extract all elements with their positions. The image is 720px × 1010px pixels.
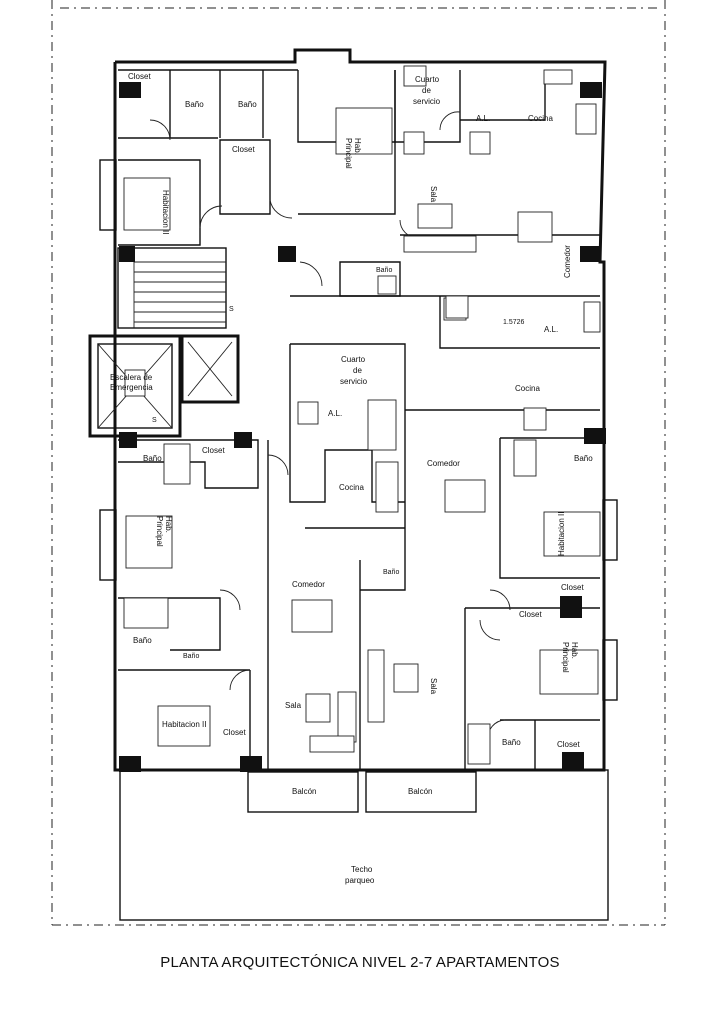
label-al-1: A.L. — [476, 114, 490, 123]
label-dimension: 1.5726 — [503, 319, 525, 326]
label-stair-s2: S — [152, 417, 157, 424]
label-escalera-b: Emergencia — [110, 383, 153, 392]
label-hab-principal-3a: Hab. — [570, 642, 579, 659]
label-bano-3: Baño — [376, 267, 392, 274]
furniture — [123, 65, 601, 765]
label-comedor-3: Comedor — [292, 580, 325, 589]
label-bano-1: Baño — [185, 100, 204, 109]
label-cuarto-servicio-2a: Cuarto — [341, 355, 366, 364]
label-hab-principal-1b: Principal — [344, 138, 353, 169]
label-comedor-1: Comedor — [563, 245, 572, 278]
label-balcon-2: Balcón — [408, 787, 432, 796]
label-sala-3: Sala — [285, 701, 302, 710]
label-stair-s1: S — [229, 306, 234, 313]
label-al-3: A.L. — [328, 409, 342, 418]
label-closet-3: Closet — [202, 446, 225, 455]
label-bano-8: Baño — [183, 653, 199, 660]
label-bano-6: Baño — [383, 569, 399, 576]
property-boundary — [51, 0, 666, 926]
door-swings — [149, 111, 511, 741]
label-sala-1: Sala — [429, 186, 438, 203]
label-habitacion-ii-2: Habitacion II — [557, 512, 566, 556]
label-bano-2: Baño — [238, 100, 257, 109]
label-cocina-1: Cocina — [528, 114, 553, 123]
label-bano-7: Baño — [133, 636, 152, 645]
plan-title: PLANTA ARQUITECTÓNICA NIVEL 2-7 APARTAME… — [160, 954, 560, 971]
label-balcon-1: Balcón — [292, 787, 316, 796]
label-closet-6: Closet — [223, 728, 246, 737]
label-comedor-2: Comedor — [427, 459, 460, 468]
label-cuarto-servicio-2b: de — [353, 366, 362, 375]
label-closet-2: Closet — [232, 145, 255, 154]
label-cocina-2: Cocina — [515, 384, 540, 393]
label-habitacion-ii-3: Habitacion II — [162, 720, 206, 729]
label-habitacion-ii-1: Habitacion II — [161, 190, 170, 234]
exterior-walls — [99, 48, 618, 772]
label-closet-1: Closet — [128, 72, 151, 81]
room-labels: Closet Baño Baño Closet Hab. Principal H… — [110, 72, 593, 885]
label-cuarto-servicio-2c: servicio — [340, 377, 368, 386]
columns — [119, 82, 606, 772]
main-stair — [117, 247, 227, 329]
label-techo-a: Techo — [351, 865, 373, 874]
label-bano-4: Baño — [143, 454, 162, 463]
label-hab-principal-1a: Hab. — [353, 138, 362, 155]
label-hab-principal-2b: Principal — [155, 516, 164, 547]
balconies — [247, 771, 477, 813]
elevator — [180, 334, 240, 404]
label-al-2: A.L. — [544, 325, 558, 334]
label-cuarto-servicio-1a: Cuarto — [415, 75, 440, 84]
label-bano-5: Baño — [574, 454, 593, 463]
label-closet-5: Closet — [519, 610, 542, 619]
label-cocina-3: Cocina — [339, 483, 364, 492]
label-escalera-a: Escalera de — [110, 373, 153, 382]
label-techo-b: parqueo — [345, 876, 375, 885]
parking-roof — [119, 769, 609, 921]
label-cuarto-servicio-1c: servicio — [413, 97, 441, 106]
label-bano-9: Baño — [502, 738, 521, 747]
label-hab-principal-2a: Hab. — [164, 516, 173, 533]
label-closet-7: Closet — [557, 740, 580, 749]
interior-walls — [118, 69, 600, 770]
label-cuarto-servicio-1b: de — [422, 86, 431, 95]
label-hab-principal-3b: Principal — [561, 642, 570, 673]
label-sala-2: Sala — [429, 678, 438, 695]
label-closet-4: Closet — [561, 583, 584, 592]
